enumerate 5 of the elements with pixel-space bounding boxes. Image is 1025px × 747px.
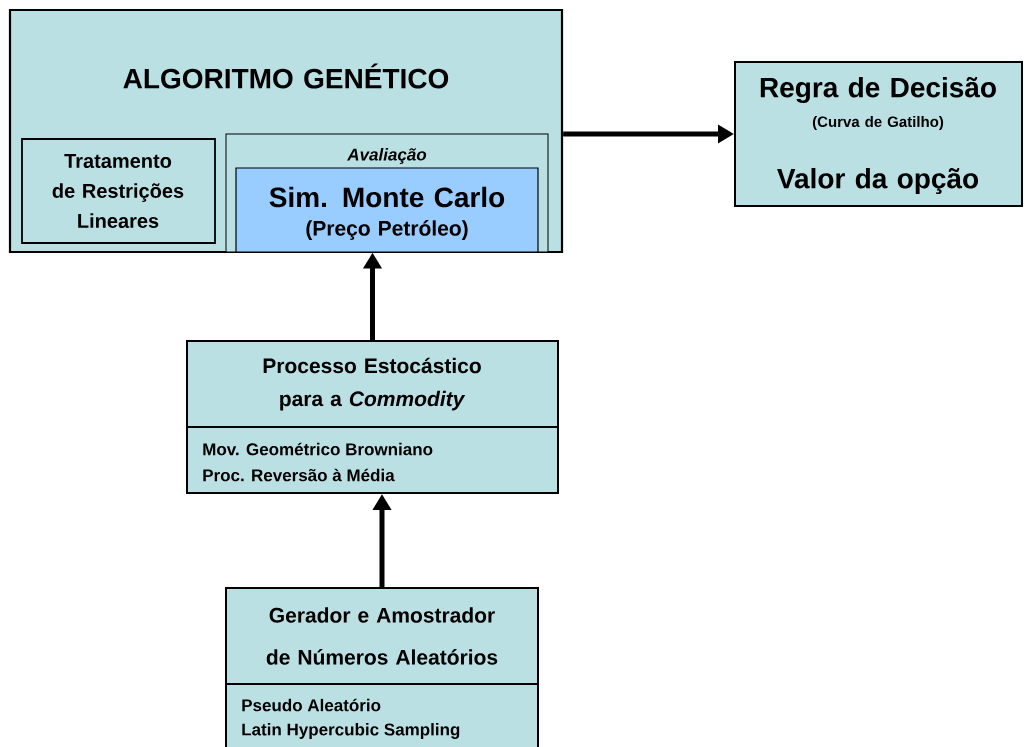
- process-box: Processo Estocástico para a Commodity Mov. Geométrico Browniano Proc. Reversão à Média: [186, 340, 559, 494]
- process-box: Tratamento de Restrições Lineares: [21, 138, 216, 244]
- process-box: Regra de Decisão (Curva de Gatilho) Valor da opção: [734, 61, 1023, 207]
- process-box: Gerador e Amostrador de Números Aleatórios Pseudo Aleatório Latin Hypercubic Sampling: [225, 587, 539, 747]
- process-box: Sim. Monte Carlo (Preço Petróleo): [235, 167, 539, 253]
